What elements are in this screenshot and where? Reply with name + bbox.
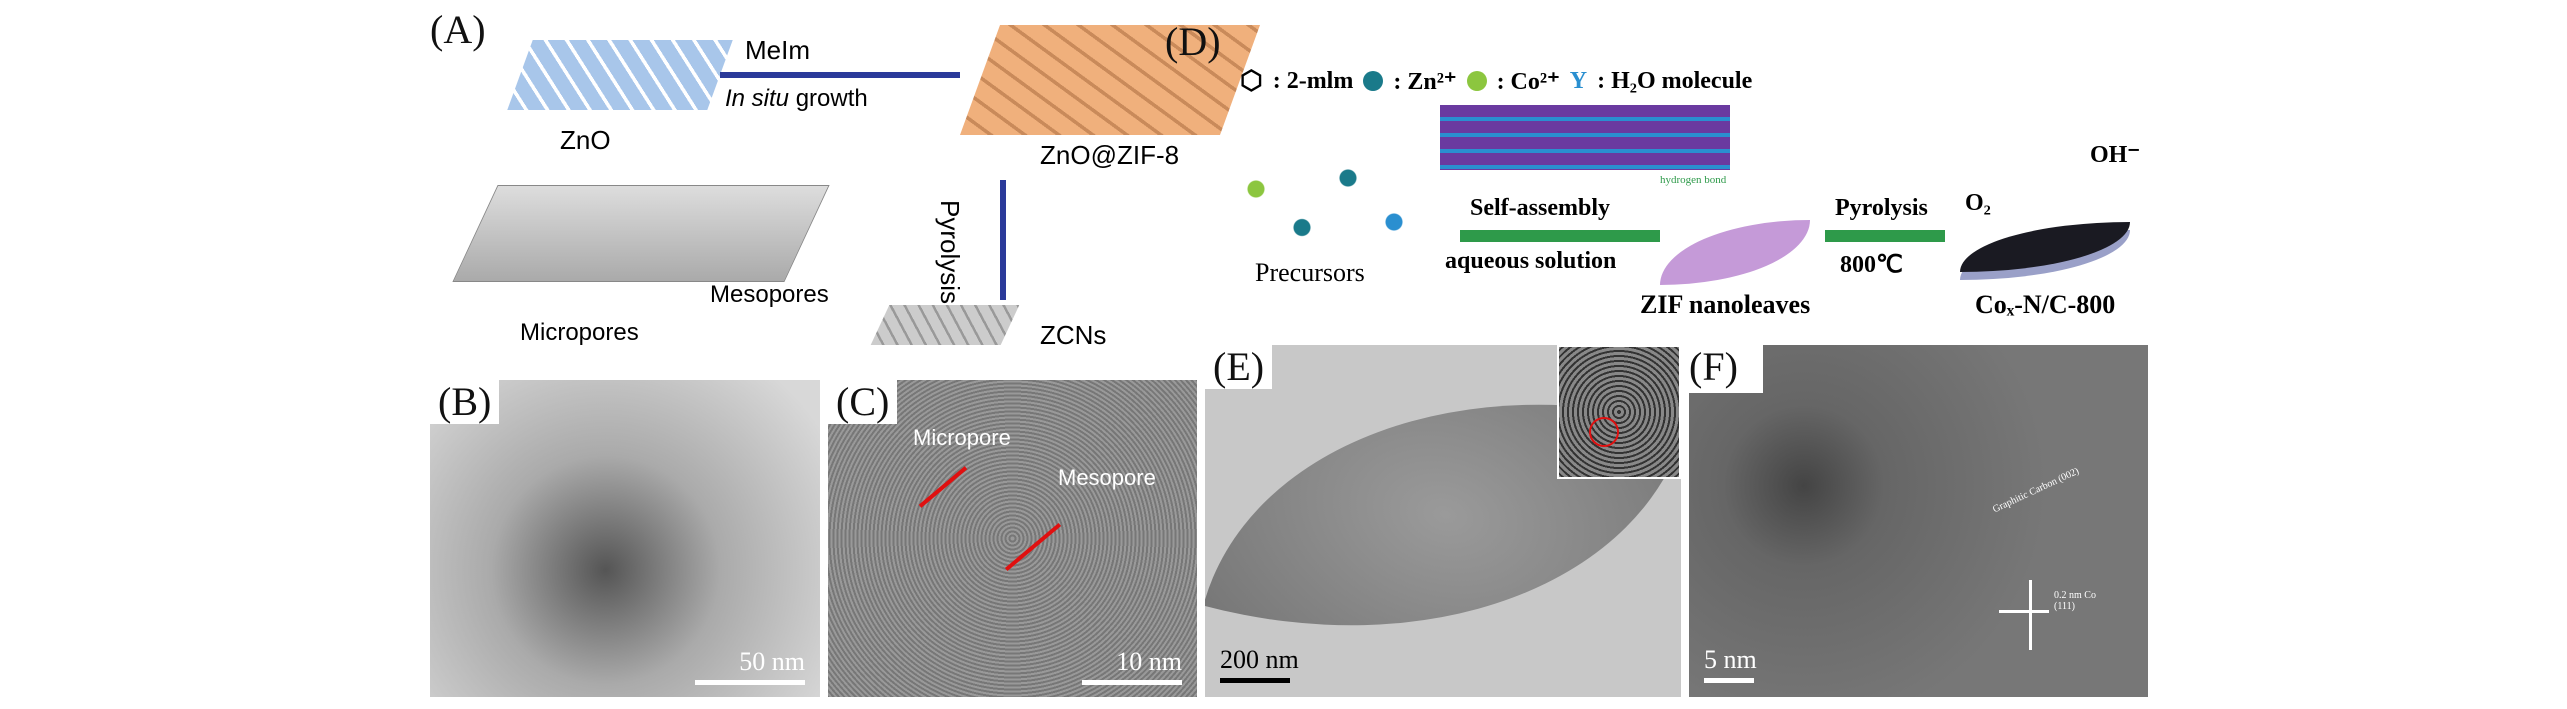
inset-image [1557,345,1681,479]
hydrogen-bond-text: hydrogen bond [1660,174,1727,186]
legend-h2o: : H₂O molecule [1597,67,1753,94]
o2-text: O₂ [1965,190,1991,216]
zno-sheet [507,40,733,110]
oh-text: OH⁻ [2090,142,2141,168]
zn-ion-icon [1363,71,1384,91]
panel-b-tem-image: (B) 50 nm [430,380,820,697]
porous-carbon-block [452,185,830,282]
legend: ⬡ : 2-mlm : Zn²⁺ : Co²⁺ Y : H₂O molecule [1240,66,1752,96]
temperature-text: 800℃ [1840,252,1903,278]
micropores-text: Micropores [520,319,639,346]
zno-text: ZnO [560,125,611,155]
zno-zif-text: ZnO@ZIF-8 [1040,140,1180,170]
green-arrow-icon [1825,230,1945,242]
panel-b-label: (B) [430,380,500,424]
red-arrow-icon [1004,522,1062,572]
arrow-down-icon [1000,180,1006,300]
red-arrow-icon [918,466,968,508]
hexagon-icon: ⬡ [1240,66,1263,95]
zif-nanoleaves-text: ZIF nanoleaves [1640,290,1811,319]
scale-bar [1220,678,1290,683]
panel-a-label: (A) [430,7,486,52]
product-text: Coₓ-N/C-800 [1975,290,2116,319]
aqueous-text: aqueous solution [1445,248,1617,274]
water-molecule-icon: Y [1569,67,1588,94]
panel-c-tem-image: (C) Micropore Mesopore 10 nm [828,380,1197,697]
graphitic-carbon-text: Graphitic Carbon (002) [1991,465,2081,516]
scale-text: 50 nm [739,647,805,676]
scale-text: 5 nm [1704,645,1757,674]
panel-d-label: (D) [1165,19,1221,64]
melm-text: MeIm [745,35,810,65]
insitu-text: In situ growth [725,85,868,112]
legend-zn: : Zn²⁺ [1393,68,1457,95]
scale-bar [695,680,805,685]
panel-e-tem-image: (E) 200 nm [1205,345,1681,697]
precursors-text: Precursors [1255,258,1365,287]
mesopores-text: Mesopores [710,281,829,308]
zcns-sheet [870,305,1020,345]
panel-c-label: (C) [828,380,898,424]
precursors-illustration [1210,145,1440,255]
arrow-right-icon [720,72,960,78]
lattice-marker [1999,610,2049,613]
legend-co: : Co²⁺ [1496,68,1560,95]
zif-layers-illustration [1440,105,1730,170]
lattice-spacing-text: 0.2 nm Co (111) [2054,590,2096,612]
lattice-marker [2029,580,2032,650]
scale-bar [1082,680,1182,685]
zcns-text: ZCNs [1040,320,1107,350]
scale-bar [1704,678,1754,683]
carbon-leaf-illustration [1960,222,2130,272]
scale-text: 200 nm [1220,645,1299,674]
pyrolysis-d-text: Pyrolysis [1835,195,1928,221]
mesopore-text: Mesopore [1058,465,1156,490]
panel-e-label: (E) [1205,345,1273,389]
pyrolysis-text: Pyrolysis [935,200,965,305]
panel-f-label: (F) [1689,345,1763,393]
green-arrow-icon [1460,230,1660,242]
self-assembly-text: Self-assembly [1470,195,1610,221]
panel-f-tem-image: (F) Graphitic Carbon (002) 0.2 nm Co (11… [1689,345,2148,697]
red-circle-icon [1589,417,1619,447]
co-ion-icon [1466,71,1487,91]
micropore-text: Micropore [913,425,1011,450]
scale-text: 10 nm [1116,647,1182,676]
legend-2mlm: : 2-mlm [1272,67,1354,94]
zif-nanoleaf-illustration [1660,220,1810,285]
